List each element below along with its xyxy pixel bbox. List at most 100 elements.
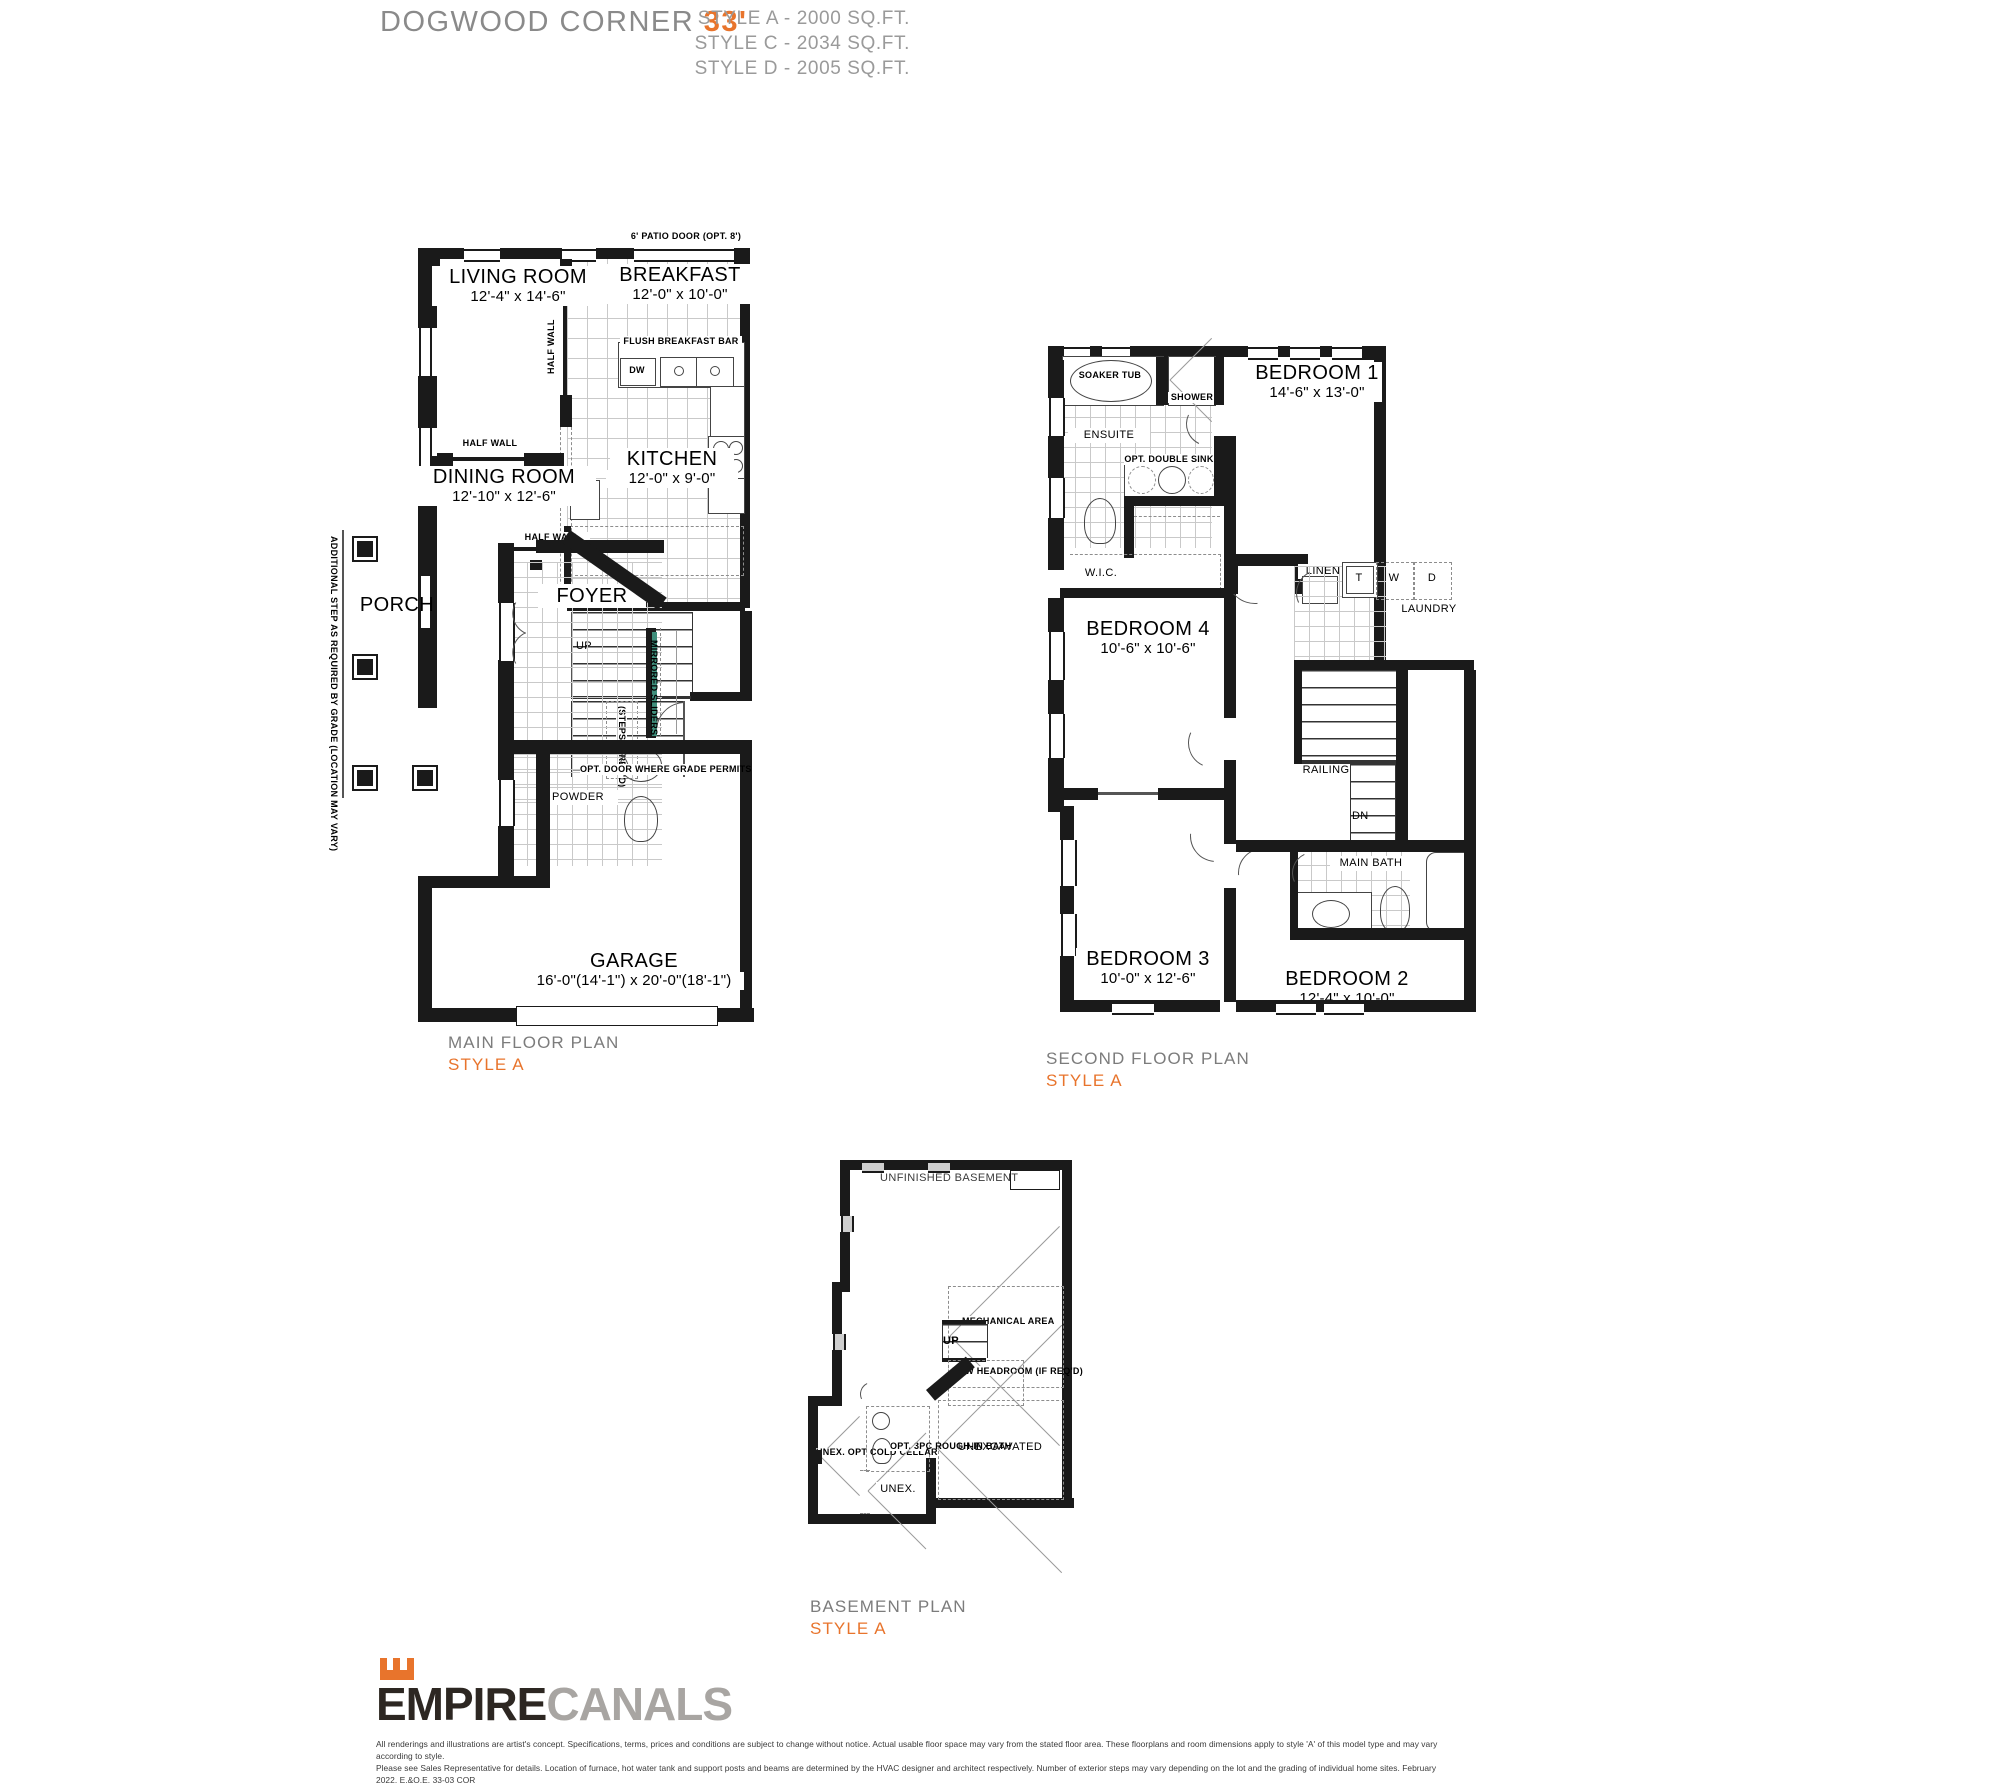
bsmt-window-n2	[928, 1161, 950, 1173]
logo: EMPIRECANALS	[376, 1658, 733, 1727]
sink-drain-left	[674, 366, 684, 376]
window-bed1-1	[1248, 347, 1278, 360]
style-c-area: STYLE C - 2034 SQ.FT.	[694, 33, 910, 54]
wall-garage-north	[572, 740, 752, 754]
wall-west-2	[418, 376, 437, 428]
room-dim-garage: 16'-0"(14'-1") x 20'-0"(18'-1")	[524, 972, 744, 990]
dishwasher	[620, 358, 656, 386]
ensuite-sink	[1158, 466, 1186, 494]
laundry-label: LAUNDRY	[1392, 602, 1466, 617]
basement-caption-style: STYLE A	[810, 1619, 887, 1638]
room-label-bed2: BEDROOM 2	[1272, 968, 1422, 990]
unfinished-basement-label: UNFINISHED BASEMENT	[880, 1172, 1019, 1184]
room-label-bed1: BEDROOM 1	[1252, 362, 1382, 384]
wall-bed2-east	[1464, 840, 1476, 1012]
crown-icon	[380, 1658, 414, 1680]
wall-top-3	[596, 248, 626, 259]
porch-post-4	[412, 765, 438, 791]
mirrored-sliders-label: MIRRORED SLIDERS	[649, 640, 659, 736]
window-bed4-2	[1049, 714, 1065, 758]
opt-sink-right	[1188, 466, 1214, 494]
wall-bed4-south-2	[1158, 788, 1236, 800]
wall-bed3-west-3	[1060, 956, 1074, 1000]
wall-bed4-west-2	[1048, 680, 1064, 714]
wall-bsmt-east	[1062, 1160, 1072, 1500]
main-floor-plan: 6' PATIO DOOR (OPT. 8') HALF WALL HALF W…	[329, 231, 980, 1030]
wall-bsmt-west-3	[832, 1282, 842, 1334]
wall-wic-south	[1060, 588, 1224, 598]
wall-garage-jog-w	[418, 876, 518, 888]
second-stair-down	[1350, 764, 1396, 842]
second-floor-plan: SOAKER TUB SHOWER ENSUITE OPT. DOUBLE SI…	[1040, 340, 1476, 1030]
mainbath-sink	[1312, 900, 1350, 928]
flush-breakfast-bar-label: FLUSH BREAKFAST BAR	[620, 336, 742, 347]
railing-label: RAILING	[1302, 764, 1350, 776]
room-label-dining: DINING ROOM	[412, 466, 596, 488]
wall-2f-west-3	[1048, 518, 1064, 558]
room-label-garage: GARAGE	[544, 950, 724, 972]
mirrored-slider-panel	[652, 632, 657, 736]
opt-sink-left	[1128, 466, 1156, 494]
wall-closet-east	[646, 628, 656, 738]
wall-bsmt-north	[840, 1160, 1072, 1170]
second-floor-caption-style: STYLE A	[1046, 1071, 1123, 1090]
wall-garage-jog	[512, 876, 550, 888]
wall-west-foyer	[418, 698, 437, 708]
disclaimer-line-1: All renderings and illustrations are art…	[376, 1739, 1438, 1761]
front-door	[499, 603, 515, 661]
room-dim-bed3: 10'-0" x 12'-6"	[1076, 970, 1220, 988]
wall-west-4	[418, 528, 437, 542]
opt-double-sink-label: OPT. DOUBLE SINK	[1124, 454, 1214, 465]
wall-foyer-south	[498, 740, 572, 754]
ensuite-label: ENSUITE	[1068, 428, 1150, 443]
window-bed3-1	[1061, 840, 1077, 886]
room-dim-dining: 12'-10" x 12'-6"	[412, 488, 596, 506]
wall-2f-top-5	[1278, 346, 1290, 357]
railing-line	[1294, 760, 1404, 764]
wall-bed4-east-2	[1224, 760, 1236, 788]
porch-edge-line	[342, 530, 344, 798]
closet-d-label: D	[1427, 572, 1437, 584]
soaker-tub-label: SOAKER TUB	[1078, 370, 1142, 380]
wall-mainbath-north	[1290, 840, 1476, 852]
cold-cellar-label: UNEX. OPT COLD CELLAR	[816, 1447, 938, 1457]
tub-laundry-inner	[1346, 566, 1374, 594]
wall-dining-jog	[430, 456, 438, 466]
bsmt-door-swing	[856, 1378, 888, 1410]
window-ensuite-west-1	[1049, 398, 1065, 436]
wall-bed3-west-2	[1060, 886, 1074, 914]
bsmt-window-w1	[841, 1216, 854, 1232]
ensuite-toilet	[1084, 498, 1116, 544]
room-dim-kitchen: 12'-0" x 9'-0"	[606, 470, 738, 488]
style-area-list: STYLE A - 2000 SQ.FT. STYLE C - 2034 SQ.…	[695, 6, 910, 81]
window-bed1-2	[1290, 347, 1320, 360]
wall-garage-west-upper	[536, 754, 550, 884]
wall-2f-top-4	[1224, 346, 1248, 357]
wall-dining-top-r	[524, 453, 564, 466]
wall-bsmt-west-2	[840, 1232, 850, 1286]
wall-bsmt-mid-v	[926, 1458, 936, 1524]
halfwall-living	[563, 285, 567, 395]
unexcavated-label: UNEXCAVATED	[956, 1440, 1044, 1455]
window-bed2-south-2	[1324, 1002, 1364, 1015]
rough-in-bath-label: OPT. 3PC ROUGH-IN BATH	[890, 1441, 1012, 1451]
wall-2f-top-2	[1130, 346, 1156, 357]
wall-bsmt-south-2	[928, 1498, 1074, 1508]
window-powder	[499, 780, 515, 826]
halfwall-dining	[453, 457, 524, 461]
wall-2f-east-lower	[1464, 670, 1476, 842]
wall-breakfast-top-l	[626, 248, 634, 259]
wall-2f-top-1	[1090, 346, 1102, 357]
stair-rail-e	[683, 701, 685, 777]
bsmt-hatch-box	[1010, 1170, 1060, 1190]
wall-2f-west-2	[1048, 436, 1064, 478]
wall-2f-top-3	[1156, 346, 1224, 357]
room-dim-breakfast: 12'-0" x 10'-0"	[600, 286, 760, 304]
wall-corner-nw	[418, 248, 440, 270]
dryer	[1414, 562, 1452, 600]
wall-foyer-west-top	[498, 543, 514, 603]
basement-caption-text: BASEMENT PLAN	[810, 1597, 967, 1616]
second-floor-caption: SECOND FLOOR PLAN STYLE A	[1046, 1048, 1250, 1092]
bsmt-up-label: UP	[943, 1335, 959, 1347]
wall-laundry-south	[1294, 660, 1474, 670]
